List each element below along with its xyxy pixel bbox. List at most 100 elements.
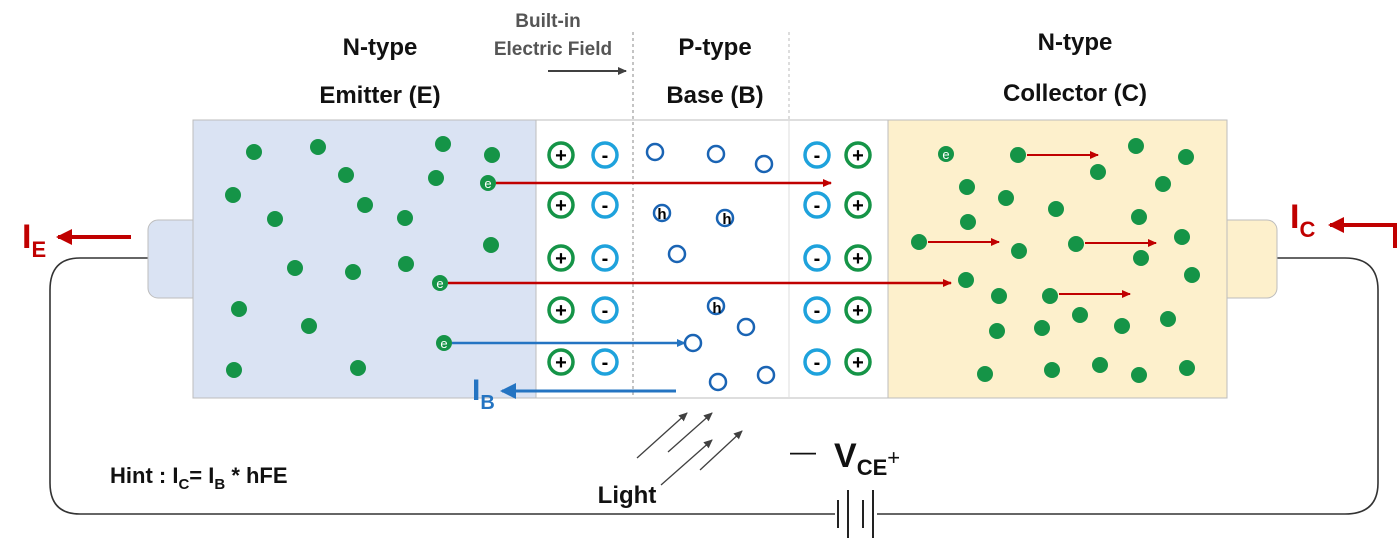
collector-electron [998, 190, 1014, 206]
collector-electron [1155, 176, 1171, 192]
svg-text:-: - [602, 195, 609, 217]
base-hole [645, 142, 665, 162]
svg-text:+: + [555, 300, 567, 322]
labeled-holes: h h h [652, 203, 735, 317]
svg-text:e: e [440, 336, 447, 351]
collector-electron [1178, 149, 1194, 165]
negative-ion-icon [803, 348, 831, 376]
emitter-electron [357, 197, 373, 213]
svg-text:+: + [852, 352, 864, 374]
electron-e-icon [480, 175, 496, 191]
collector-name-label: Collector (C) [1003, 80, 1147, 107]
svg-text:-: - [602, 145, 609, 167]
ion-row-5: + - [547, 348, 619, 376]
collector-electron [1131, 209, 1147, 225]
collector-electron [1092, 357, 1108, 373]
emitter-electron [435, 136, 451, 152]
svg-text:+: + [852, 248, 864, 270]
svg-text:e: e [942, 147, 949, 162]
emitter-electron [345, 264, 361, 280]
svg-text:h: h [712, 300, 721, 317]
electron-e-icon [436, 335, 452, 351]
base-hole [736, 317, 756, 337]
light-ray-arrow [699, 430, 743, 471]
base-hole [756, 365, 776, 385]
light-ray-arrow [636, 412, 688, 459]
negative-ion-icon [803, 296, 831, 324]
emitter-electron [397, 210, 413, 226]
ion-row-1: - + [803, 141, 872, 169]
ion-row-1: + - [547, 141, 619, 169]
vce-minus: — [790, 436, 816, 466]
collector-electron [1044, 362, 1060, 378]
ion-row-2: + - [547, 191, 619, 219]
svg-text:-: - [602, 352, 609, 374]
ion-row-4: - + [803, 296, 872, 324]
recombination-hole [683, 333, 703, 353]
collector-electron [1090, 164, 1106, 180]
collector-electron [1131, 367, 1147, 383]
hole-h-icon [715, 208, 735, 228]
emitter-electron [225, 187, 241, 203]
field-label-line2: Electric Field [494, 39, 612, 60]
negative-ion-icon [803, 141, 831, 169]
collector-electron [959, 179, 975, 195]
negative-ion-icon [591, 296, 619, 324]
vce-label: VCE+ [834, 437, 900, 480]
svg-text:+: + [852, 145, 864, 167]
svg-text:e: e [436, 276, 443, 291]
base-hole [708, 372, 728, 392]
collector-electron [989, 323, 1005, 339]
positive-ion-icon [547, 141, 575, 169]
emitter-name-label: Emitter (E) [319, 82, 440, 109]
positive-ion-icon [547, 348, 575, 376]
svg-text:+: + [555, 195, 567, 217]
svg-text:+: + [555, 352, 567, 374]
collector-current-arrow [1328, 217, 1397, 248]
emitter-electron [287, 260, 303, 276]
emitter-electron [301, 318, 317, 334]
base-holes [645, 142, 776, 392]
collector-electron [1184, 267, 1200, 283]
svg-text:-: - [814, 145, 821, 167]
emitter-region [192, 119, 537, 399]
svg-text:h: h [657, 206, 666, 223]
light-rays [636, 412, 743, 486]
ion-row-4: + - [547, 296, 619, 324]
circuit-wire [49, 257, 1379, 515]
svg-text:-: - [814, 195, 821, 217]
ib-label: IB [472, 374, 495, 414]
collector-electron [1114, 318, 1130, 334]
collector-electron [991, 288, 1007, 304]
collector-region [887, 119, 1228, 399]
positive-ion-icon [844, 244, 872, 272]
hint-formula: Hint : IC= IB * hFE [110, 463, 288, 493]
emitter-electron [398, 256, 414, 272]
collector-electrons [911, 138, 1200, 383]
light-ray-arrow [660, 439, 713, 486]
collector-electron [1042, 288, 1058, 304]
collector-electron [1068, 236, 1084, 252]
labeled-electrons: e e e e [432, 146, 954, 351]
svg-text:-: - [602, 248, 609, 270]
electron-e-icon [938, 146, 954, 162]
base-hole [667, 244, 687, 264]
svg-text:+: + [852, 300, 864, 322]
hole-h-icon [706, 296, 726, 316]
emitter-electron [484, 147, 500, 163]
emitter-electron [483, 237, 499, 253]
positive-ion-icon [844, 191, 872, 219]
emitter-electron [226, 362, 242, 378]
svg-text:-: - [814, 248, 821, 270]
negative-ion-icon [803, 191, 831, 219]
collector-electron [1072, 307, 1088, 323]
collector-electron [1179, 360, 1195, 376]
collector-electron [1128, 138, 1144, 154]
emitter-electron [428, 170, 444, 186]
emitter-electron [246, 144, 262, 160]
base-name-label: Base (B) [666, 82, 763, 109]
positive-ion-icon [547, 244, 575, 272]
emitter-electron [267, 211, 283, 227]
collector-electron [911, 234, 927, 250]
